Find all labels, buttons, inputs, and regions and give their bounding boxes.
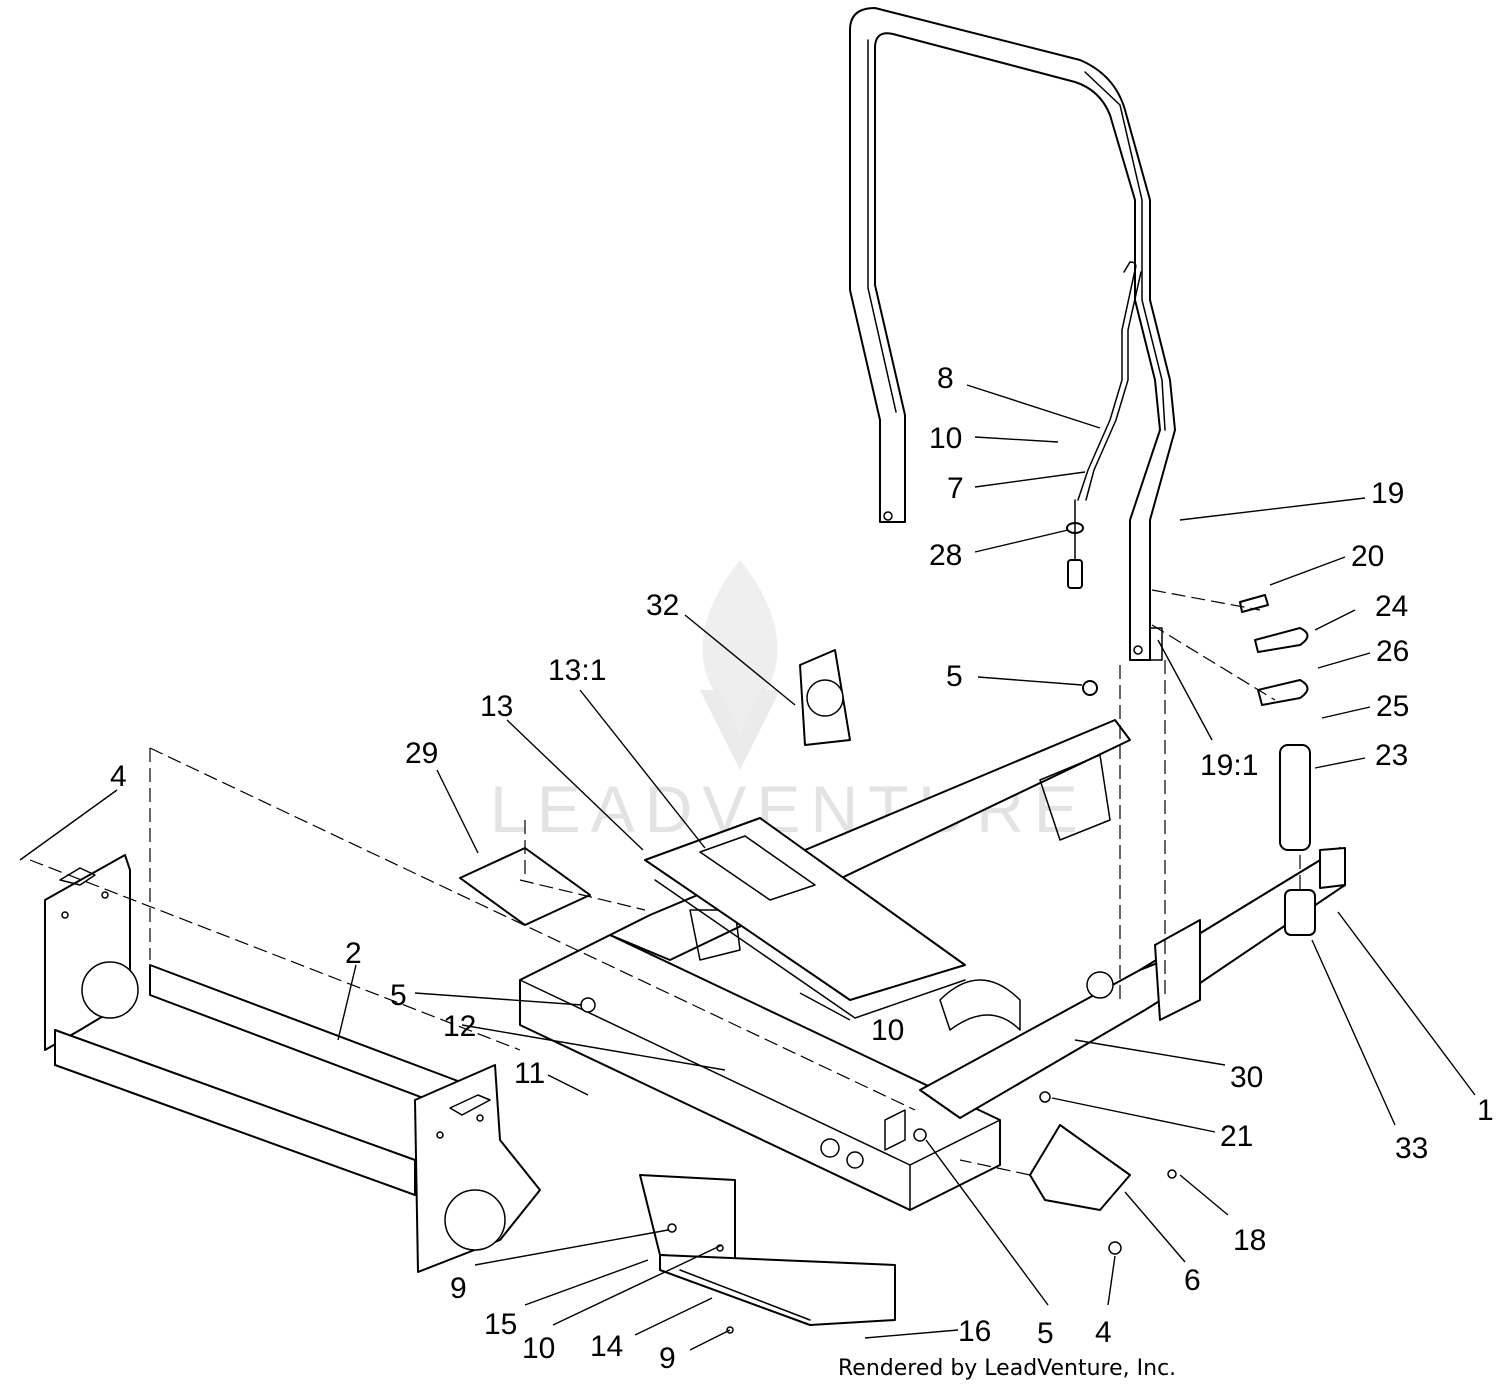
callout-4: 4 [110,760,127,793]
callout-10: 10 [871,1014,904,1047]
callout-23: 23 [1375,739,1408,772]
callout-24: 24 [1375,590,1408,623]
callout-26: 26 [1376,635,1409,668]
seat-plate [644,817,966,1019]
callout-19-1: 19:1 [1200,749,1258,782]
callout-12: 12 [443,1010,476,1043]
callout-13: 13 [480,690,513,723]
callout-9: 9 [450,1272,467,1305]
callout-1: 1 [1477,1094,1494,1127]
callout-10: 10 [929,422,962,455]
callout-32: 32 [646,589,679,622]
lower-box [639,1174,896,1334]
callout-13-1: 13:1 [548,654,606,687]
callout-14: 14 [590,1330,623,1363]
callout-8: 8 [937,362,954,395]
callout-25: 25 [1376,690,1409,723]
callout-11: 11 [514,1057,545,1090]
callout-20: 20 [1351,540,1384,573]
callout-15: 15 [484,1308,517,1341]
callout-28: 28 [929,539,962,572]
callout-10: 10 [522,1332,555,1365]
callout-7: 7 [947,472,964,505]
callout-33: 33 [1395,1132,1428,1165]
callout-16: 16 [958,1315,991,1348]
assembly-lines [29,589,1301,1176]
leader-lines [19,384,1476,1351]
callout-5: 5 [1037,1317,1054,1350]
callouts: 8 10 7 19 28 20 32 24 26 13:1 5 13 25 29… [110,362,1494,1375]
callout-9: 9 [659,1342,676,1375]
callout-4: 4 [1095,1316,1112,1349]
bracket [799,649,851,746]
callout-30: 30 [1230,1061,1263,1094]
decal [459,847,591,926]
hardware-right [580,594,1316,1255]
callout-5: 5 [946,660,963,693]
watermark-logo-icon [700,560,780,770]
callout-6: 6 [1184,1264,1201,1297]
bumper-assembly [44,854,541,1273]
callout-29: 29 [405,737,438,770]
roll-bar [849,7,1176,661]
hook-rod [1066,261,1142,589]
credit-text: Rendered by LeadVenture, Inc. [838,1356,1176,1381]
callout-2: 2 [345,937,362,970]
callout-21: 21 [1220,1120,1253,1153]
callout-5: 5 [390,979,407,1012]
callout-19: 19 [1371,477,1404,510]
callout-18: 18 [1233,1224,1266,1257]
